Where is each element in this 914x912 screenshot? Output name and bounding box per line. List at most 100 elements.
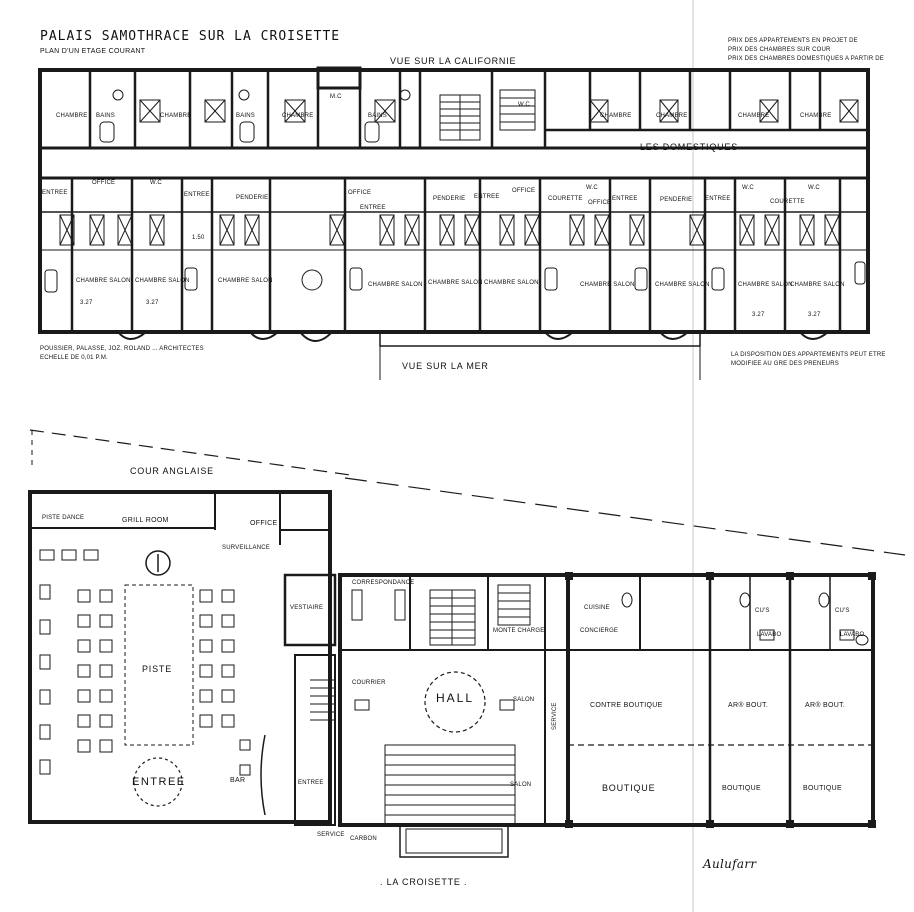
room-label-wc: W.C [586,185,598,191]
vestiaire-label: VESTIAIRE [290,605,324,611]
bar-counter [260,734,266,816]
cus-label-1: CU'S [755,608,770,614]
dance-floor-marker [145,550,171,576]
room-label-chambre-salon: CHAMBRE SALON [428,280,483,286]
disposition-note-1: LA DISPOSITION DES APPARTEMENTS PEUT ETR… [731,352,886,358]
room-label-entree: ENTREE [42,190,68,196]
room-label-chambre-salon: CHAMBRE SALON [484,280,539,286]
dimension-label: 3.27 [808,312,821,318]
restaurant-entree-label: ENTREE [132,776,186,788]
carbon-label: CARBON [350,836,377,842]
service-label: SERVICE [552,702,558,730]
service-corridor-label: LES DOMESTIQUES [640,142,739,152]
room-label-chambre: CHAMBRE [56,113,88,119]
room-label-entree: ENTREE [705,196,731,202]
correspondance-label: CORRESPONDANCE [352,580,415,586]
room-label-chambre: CHAMBRE [600,113,632,119]
courrier-label: COURRIER [352,680,386,686]
entree-corridor [294,654,336,826]
upper-top-wardrobes [139,99,859,123]
boutique-label-2: BOUTIQUE [722,785,761,792]
piste-area [124,584,194,746]
room-label-entree: ENTREE [612,196,638,202]
room-label-bains: BAINS [96,113,116,119]
room-label-chambre-salon: CHAMBRE SALON [580,282,635,288]
room-label-chambre: CHAMBRE [160,113,192,119]
room-label-office: OFFICE [348,190,372,196]
service-stair [310,679,335,721]
view-top-label: VUE SUR LA CALIFORNIE [390,56,517,66]
disposition-note-2: MODIFIEE AU GRE DES PRENEURS [731,361,839,367]
piste-label: PISTE [142,664,173,674]
dimension-label: 3.27 [80,300,93,306]
room-label-office: OFFICE [588,200,612,206]
price-note-3: PRIX DES CHAMBRES DOMESTIQUES A PARTIR D… [728,56,885,62]
plan-title: PALAIS SAMOTHRACE sur LA CROISETTE [40,29,341,44]
contre-boutique-label: CONTRE BOUTIQUE [590,702,663,709]
room-label-chambre-salon: CHAMBRE SALON [135,278,190,284]
upper-top-bathtubs [99,89,411,143]
office-label: OFFICE [250,520,278,527]
lower-floor-plan [28,429,906,858]
room-label-chambre: CHAMBRE [800,113,832,119]
upper-lobby-rosette [301,269,323,291]
upper-main-stair [439,89,536,141]
room-label-chambre-salon: CHAMBRE SALON [655,282,710,288]
architects-note: POUSSIER, PALASSE, JOZ. ROLAND ... ARCHI… [40,346,204,352]
room-label-wc: W.C [518,102,530,108]
salon-label-small: SALON [513,697,535,703]
room-label-mc: M.C [330,94,342,100]
service-bottom-label: SERVICE [317,832,345,838]
bar-label: BAR [230,777,246,784]
cour-anglaise-label: COUR ANGLAISE [130,466,214,476]
entrance-stairs [384,744,516,858]
site-boundary-dashed-left [29,429,351,476]
plan-subtitle: PLAN D'UN ETAGE COURANT [40,48,146,55]
room-label-penderie: PENDERIE [236,195,269,201]
upper-bottom-wardrobes [59,214,840,246]
room-label-chambre-salon: CHAMBRE SALON [76,278,131,284]
room-label-penderie: PENDERIE [660,197,693,203]
room-label-bains: BAINS [236,113,256,119]
room-label-chambre-salon: CHAMBRE SALON [368,282,423,288]
room-label-wc: W.C [742,185,754,191]
upper-floor-plan [38,66,870,380]
dimension-label: 3.27 [146,300,159,306]
hall-label: HALL [436,691,475,705]
cus-label-2: CU'S [835,608,850,614]
price-note-2: PRIX DES CHAMBRES SUR COUR [728,47,831,53]
room-label-courette: COURETTE [548,196,583,202]
room-label-chambre: CHAMBRE [738,113,770,119]
room-label-chambre: CHAMBRE [282,113,314,119]
room-label-courette: COURETTE [770,199,805,205]
salon-label: SALON [510,782,532,788]
price-note-1: PRIX DES APPARTEMENTS EN PROJET DE [728,38,858,44]
upper-bottom-bathtubs [44,261,866,293]
hall-rosette [424,671,486,733]
upper-bay-windows [117,331,829,342]
cuisine-label: CUISINE [584,605,610,611]
entree-corridor-label: ENTREE [298,780,324,786]
grill-room-label: GRILL ROOM [122,517,169,524]
concierge-label: CONCIERGE [580,628,619,634]
arriere-boutique-label-1: AR® BOUT. [728,702,769,709]
room-label-chambre-salon: CHAMBRE SALON [738,282,793,288]
monte-charge-label: MONTE CHARGE [493,628,545,634]
shop-pillars [565,572,876,828]
shops-outer-wall [566,573,875,827]
view-bottom-label: VUE SUR LA MER [402,361,489,371]
lavabo-label-1: LAVABO [757,632,782,638]
surveillance-label: SURVEILLANCE [222,545,270,551]
scale-note: ECHELLE DE 0,01 P.M. [40,355,108,361]
room-label-office: OFFICE [92,180,116,186]
room-label-chambre: CHAMBRE [656,113,688,119]
lavabo-label-2: LAVABO [840,632,865,638]
hall-desks [351,589,515,711]
hall-main-stair [429,584,531,646]
room-label-entree: ENTREE [360,205,386,211]
room-label-chambre-salon: CHAMBRE SALON [790,282,845,288]
site-boundary-dashed-right [344,477,906,556]
dimension-label: 1.50 [192,235,205,241]
upper-central-balcony [379,331,701,347]
